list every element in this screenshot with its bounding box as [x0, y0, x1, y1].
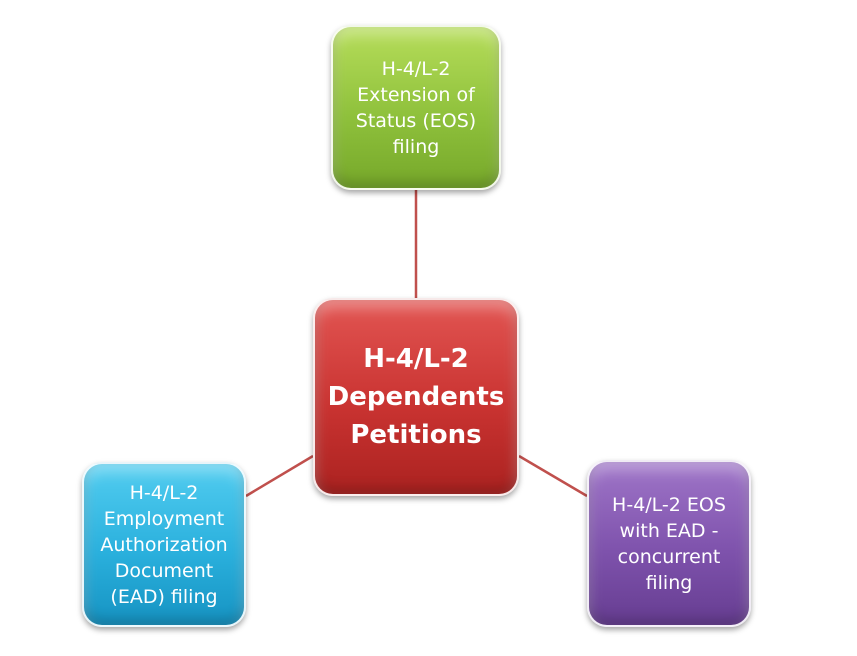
connector-center-to-eos-ead: [518, 454, 588, 498]
node-ead-filing: H-4/L-2 Employment Authorization Documen…: [82, 462, 246, 627]
node-eos-ead-concurrent-filing-label: H-4/L-2 EOS with EAD - concurrent filing: [612, 493, 726, 594]
node-eos-filing-label: H-4/L-2 Extension of Status (EOS) filing: [355, 57, 477, 158]
node-ead-filing-label: H-4/L-2 Employment Authorization Documen…: [100, 481, 228, 608]
node-eos-ead-concurrent-filing: H-4/L-2 EOS with EAD - concurrent filing: [587, 460, 751, 627]
node-eos-filing: H-4/L-2 Extension of Status (EOS) filing: [331, 25, 501, 190]
connector-center-to-ead: [245, 454, 314, 498]
node-dependents-petitions: H-4/L-2 Dependents Petitions: [313, 298, 519, 496]
node-dependents-petitions-label: H-4/L-2 Dependents Petitions: [327, 344, 505, 450]
